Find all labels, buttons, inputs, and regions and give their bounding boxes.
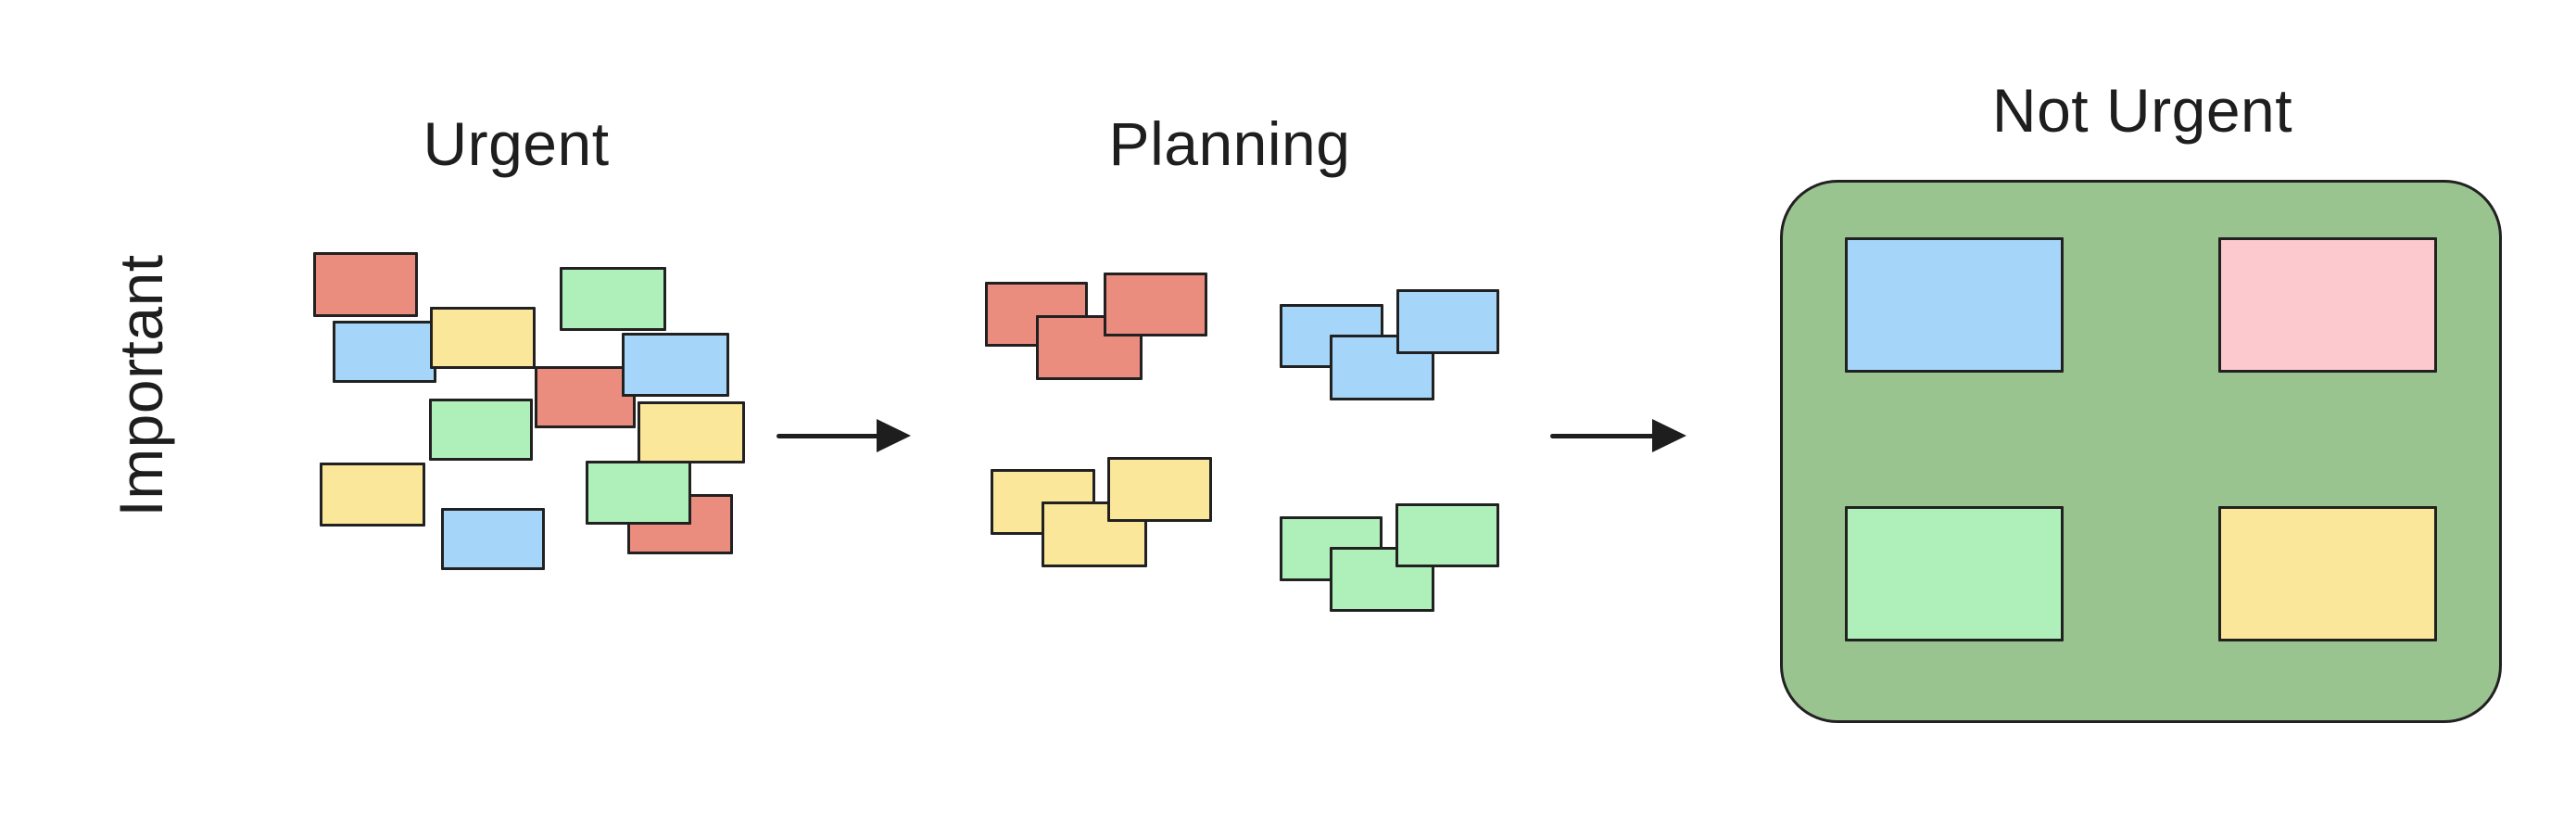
urgent-sticky-note-yellow <box>430 307 536 369</box>
flow-arrow-2-head <box>1652 419 1686 452</box>
flow-arrow-1-shaft <box>777 433 880 438</box>
not-urgent-card-blue <box>1845 237 2064 373</box>
not-urgent-card-green <box>1845 506 2064 641</box>
urgent-sticky-note-blue <box>622 333 729 397</box>
flow-arrow-2-shaft <box>1550 433 1656 438</box>
planning-sticky-note-yellow <box>1107 457 1212 522</box>
urgent-sticky-note-blue <box>333 321 436 383</box>
planning-title: Planning <box>1108 109 1351 178</box>
flow-arrow-1-head <box>877 419 911 452</box>
planning-sticky-note-green <box>1395 503 1499 567</box>
urgent-sticky-note-blue <box>441 508 545 570</box>
planning-sticky-note-blue <box>1396 289 1499 354</box>
urgent-sticky-note-yellow <box>320 463 425 527</box>
not-urgent-title: Not Urgent <box>1991 76 2293 145</box>
urgent-sticky-note-green <box>586 461 691 525</box>
urgent-sticky-note-green <box>429 399 533 461</box>
urgent-sticky-note-red <box>535 366 636 428</box>
planning-sticky-note-red <box>1104 273 1207 336</box>
urgent-title: Urgent <box>423 109 610 178</box>
not-urgent-card-pink <box>2218 237 2437 373</box>
urgent-sticky-note-yellow <box>638 401 745 463</box>
urgent-sticky-note-green <box>560 267 666 331</box>
not-urgent-card-yellow <box>2218 506 2437 641</box>
urgent-sticky-note-red <box>313 252 418 317</box>
